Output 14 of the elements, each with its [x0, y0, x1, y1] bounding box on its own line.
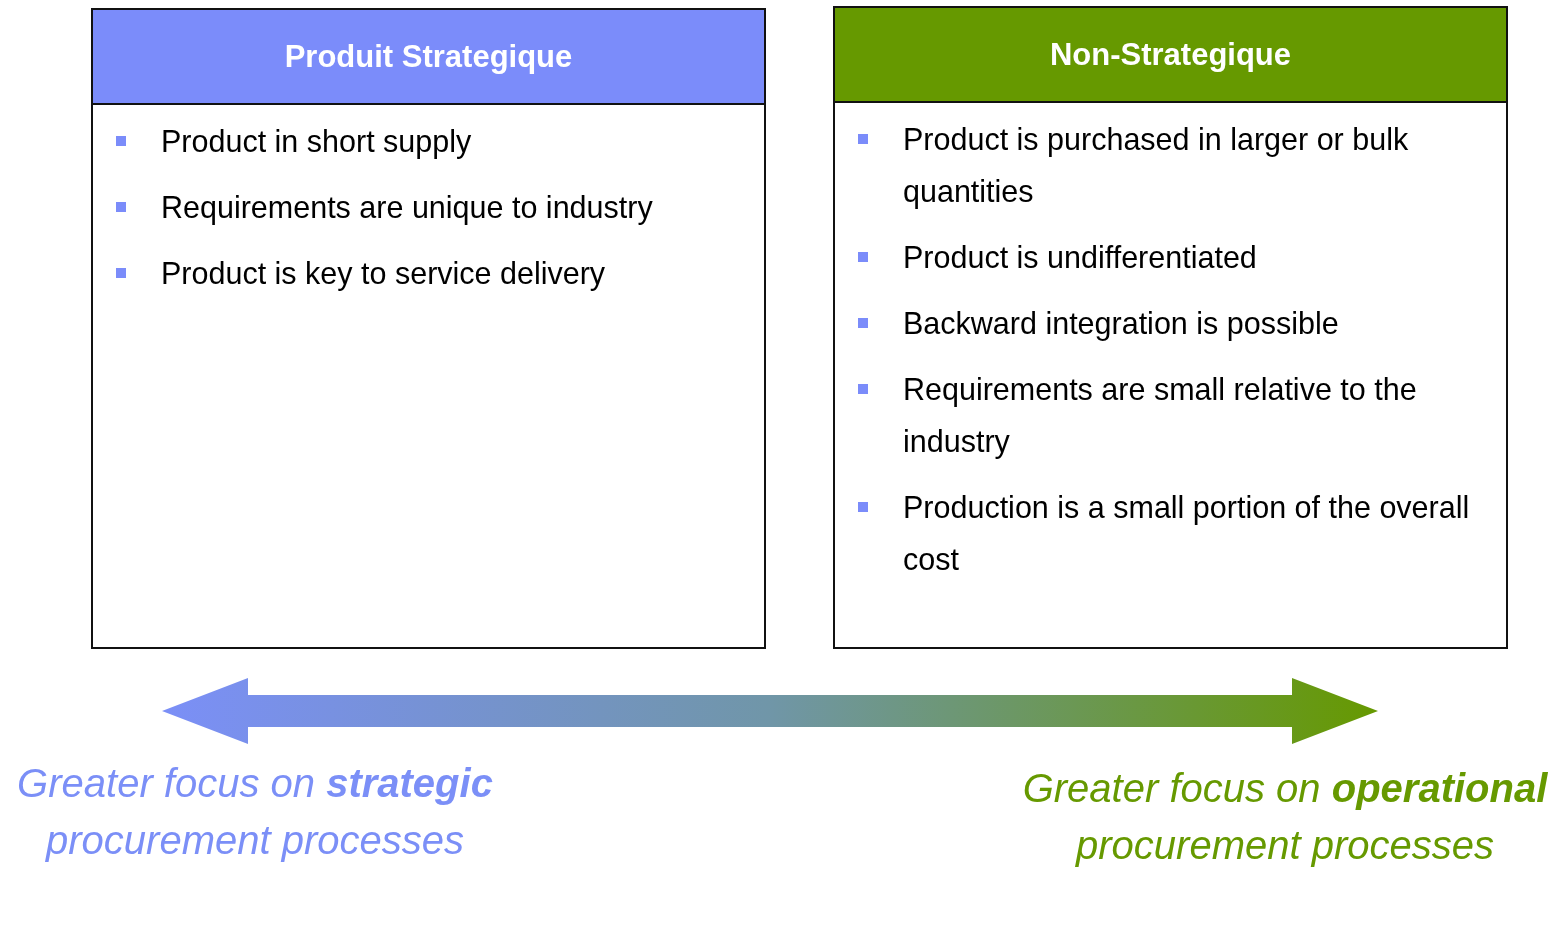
- bullet-text: Backward integration is possible: [903, 306, 1339, 340]
- card-header: Produit Strategique: [93, 10, 764, 105]
- list-card: [833, 6, 1508, 649]
- list-card: [91, 8, 766, 649]
- bullet-text: Product in short supply: [161, 124, 472, 158]
- bullet-text: Product is key to service delivery: [161, 256, 606, 290]
- caption-text: Greater focus on strategic procurement processes: [16, 760, 494, 864]
- bullet-text: Requirements are small relative to the industry: [903, 372, 1417, 458]
- bullet-text: Product is undifferentiated: [903, 240, 1257, 274]
- caption-text: Greater focus on operational procurement processes: [1021, 765, 1549, 869]
- bullet-text: Production is a small portion of the overall cost: [903, 490, 1470, 576]
- card-header: Non-Strategique: [835, 8, 1506, 103]
- bullet-text: Requirements are unique to industry: [161, 190, 653, 224]
- bullet-text: Product is purchased in larger or bulk quantities: [903, 122, 1409, 208]
